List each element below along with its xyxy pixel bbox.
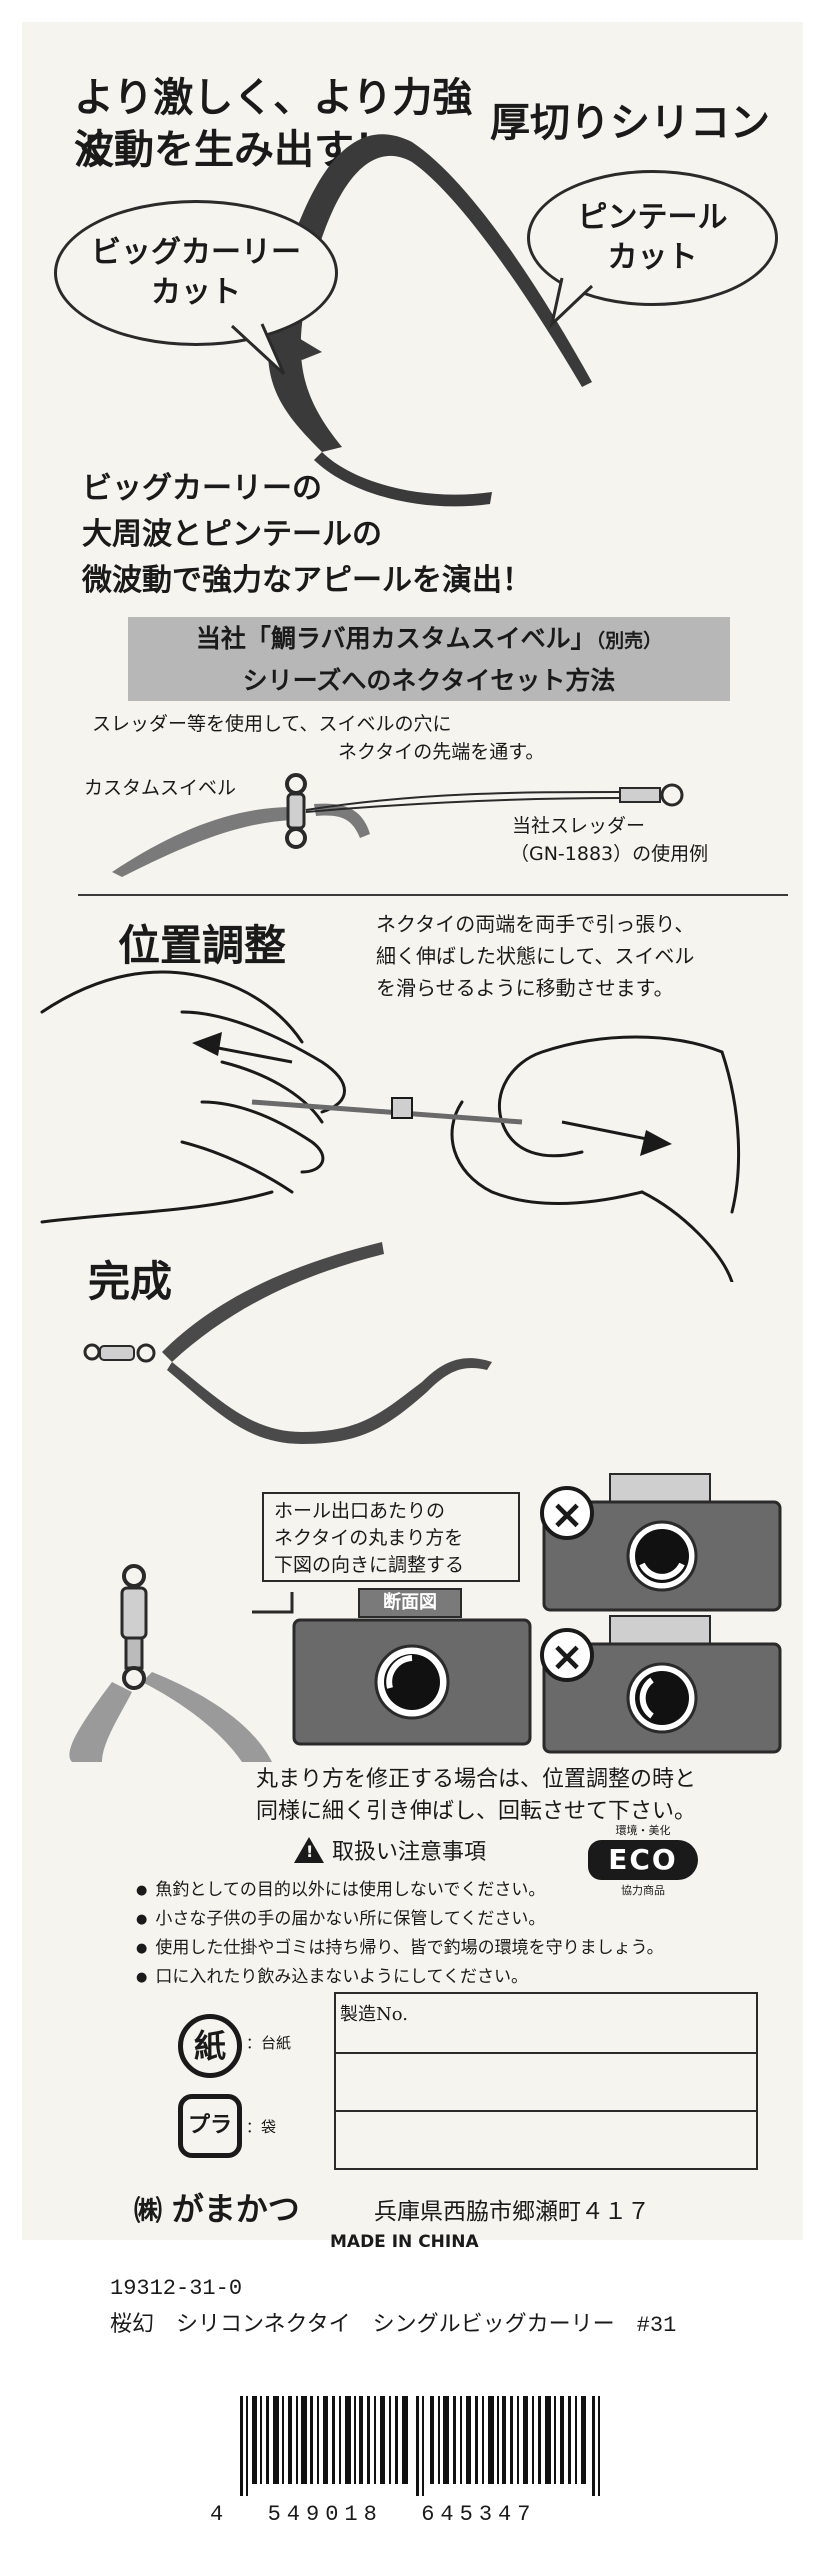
swivel-label: カスタムスイベル [84,777,237,799]
company-mark: ㈱ [134,2194,163,2227]
big-curly-line1: ビッグカーリー [91,235,301,270]
caution-title: 取扱い注意事項 [332,1840,487,1865]
wrong-mark-2: × [540,1628,594,1682]
production-label: 製造No. [340,2004,408,2025]
eco-top: 環境・美化 [615,1824,671,1837]
barcode-number: 4 549018 645347 [210,2502,537,2527]
warning-icon: ! [294,1837,324,1863]
caution-list: 魚釣としての目的以外には使用しないでください。 小さな子供の手の届かない所に保管… [136,1876,664,1992]
made-in: MADE IN CHINA [330,2232,479,2252]
product-name: 桜幻 シリコンネクタイ シングルビッグカーリー #31 [110,2313,677,2338]
paper-recycle-icon: 紙 [178,2014,242,2078]
product-type: 厚切りシリコン [490,100,770,146]
setup-title-line2: シリーズへのネクタイセット方法 [242,666,616,695]
description: ビッグカーリーの 大周波とピンテールの 微波動で強力なアピールを演出！ [82,466,532,604]
hole-callout-line1: ホール出口あたりの [274,1500,446,1522]
big-curly-bubble: ビッグカーリー カット [54,200,338,346]
hole-note-line2: 同様に細く引き伸ばし、回転させて下さい。 [256,1799,697,1824]
hole-note-line1: 丸まり方を修正する場合は、位置調整の時と [256,1767,697,1792]
position-title: 位置調整 [118,921,287,970]
threader-label-line1: 当社スレッダー [512,815,646,837]
position-text: ネクタイの両端を両手で引っ張り、 細く伸ばした状態にして、スイベル を滑らせるよ… [376,908,694,1004]
section-label: 断面図 [358,1588,462,1618]
complete-illustration [83,1242,492,1444]
swivel-closeup-illustration [69,1564,294,1762]
caution-item: 魚釣としての目的以外には使用しないでください。 [136,1876,664,1905]
position-text-line1: ネクタイの両端を両手で引っ張り、 [376,912,695,936]
headline-line1: より激しく、より力強く [74,75,473,173]
description-line3: 微波動で強力なアピールを演出！ [82,563,532,598]
curly-tail-illustration [267,134,592,507]
production-row-divider [336,2052,756,2054]
company-name: がまかつ [171,2190,300,2228]
caution-item: 小さな子供の手の届かない所に保管してください。 [136,1905,664,1934]
hole-callout-line2: ネクタイの丸まり方を [274,1527,464,1549]
hole-note: 丸まり方を修正する場合は、位置調整の時と 同様に細く引き伸ばし、回転させて下さい… [256,1764,696,1828]
caution-item: 口に入れたり飲み込まないようにしてください。 [136,1963,664,1992]
pintail-line2: カット [607,240,698,275]
position-text-line2: 細く伸ばした状態にして、スイベル [376,944,695,968]
bubble-tail-left [230,323,286,376]
barcode [240,2396,600,2496]
threader-label-line2: （GN-1883）の使用例 [510,843,709,865]
eco-bottom: 協力商品 [621,1884,665,1897]
bubble-tail-right [549,277,594,329]
setup-instruction-line1: スレッダー等を使用して、スイベルの穴に [92,713,452,735]
position-text-line3: を滑らせるように移動させます。 [376,976,674,1000]
correct-cross-section [292,1618,532,1746]
hole-callout: ホール出口あたりの ネクタイの丸まり方を 下図の向きに調整する [262,1492,520,1582]
company-name-line: ㈱ がまかつ [134,2184,300,2230]
threader-illustration [112,773,684,877]
wrong-cross-section-1 [542,1473,782,1612]
hands-illustration [40,970,741,1282]
setup-instruction-line2: ネクタイの先端を通す。 [338,741,545,763]
setup-title-note: （別売） [595,630,663,652]
eco-fish: ECO [588,1840,698,1880]
wrong-mark-1: × [540,1486,594,1540]
paper-label: ：台紙 [246,2034,292,2052]
production-box: 製造No. [334,1992,758,2170]
wrong-cross-section-2 [542,1615,782,1754]
caution-item: 使用した仕掛やゴミは持ち帰り、皆で釣場の環境を守りましょう。 [136,1934,663,1963]
description-line1: ビッグカーリーの [82,471,322,506]
hole-callout-line3: 下図の向きに調整する [274,1554,465,1576]
complete-title: 完成 [88,1257,173,1306]
plastic-recycle-icon: プラ [178,2094,242,2158]
product-code: 19312-31-0 [110,2276,243,2301]
company-address: 兵庫県西脇市郷瀬町４１７ [374,2199,650,2225]
barcode-label: 19312-31-0 桜幻 シリコンネクタイ シングルビッグカーリー #31 [110,2266,770,2536]
big-curly-line2: カット [151,275,241,310]
pintail-line1: ピンテール [577,200,728,235]
setup-title-band: 当社「鯛ラバ用カスタムスイベル」（別売） シリーズへのネクタイセット方法 [128,617,730,701]
section-divider [78,894,788,896]
setup-title-main: 当社「鯛ラバ用カスタムスイベル」 [195,624,596,653]
eco-logo: 環境・美化 ECO 協力商品 [578,1822,708,1912]
production-row-divider [336,2110,756,2112]
description-line2: 大周波とピンテールの [82,517,382,552]
package-card: より激しく、より力強く 波動を生み出す！ 厚切りシリコン ビッグカーリー カット… [22,22,803,2252]
plastic-label: ：袋 [246,2118,277,2136]
caution-header: ! 取扱い注意事項 [294,1834,486,1866]
pintail-bubble: ピンテール カット [527,170,778,306]
